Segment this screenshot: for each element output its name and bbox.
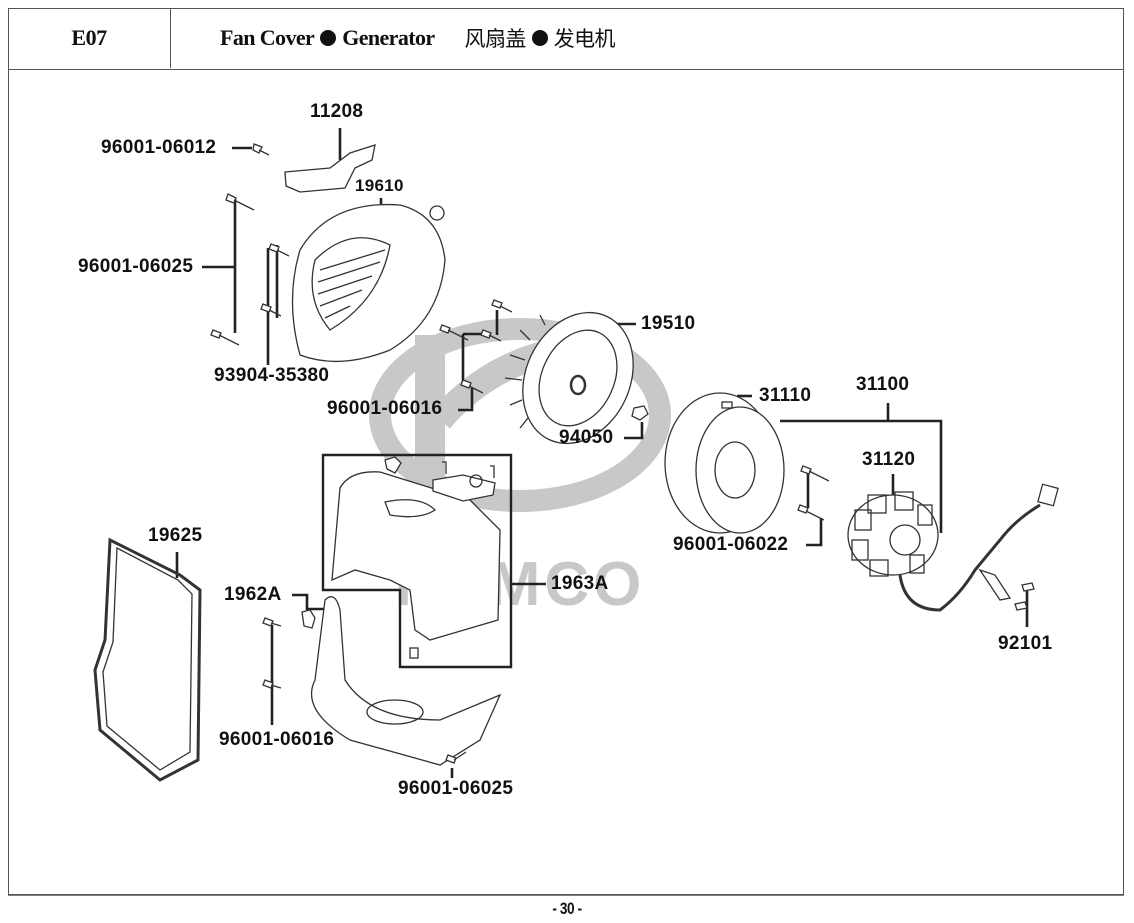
- title-cn-1: 风扇盖: [464, 27, 527, 51]
- screws-92101: [1014, 582, 1035, 611]
- leader-31100: [780, 403, 943, 533]
- grille-slats: [317, 249, 386, 319]
- title-en-1: Fan Cover: [220, 25, 315, 50]
- clip: [384, 456, 402, 474]
- shroud-1963a: [331, 471, 501, 641]
- bullet-dot-icon: [531, 30, 548, 46]
- wire-harness: [898, 503, 1041, 612]
- screw-a: [268, 243, 290, 257]
- part-label-96001-06016-a: 96001-06016: [327, 398, 443, 419]
- header-bar: E07 Fan Cover Generator 风扇盖 发电机: [8, 8, 1124, 70]
- bolt-c: [439, 324, 469, 341]
- leader-96001-06022: [806, 470, 823, 547]
- leader-94050: [624, 422, 644, 440]
- grommet: [429, 205, 445, 221]
- bolt-e: [491, 299, 513, 313]
- fan-hub: [569, 374, 587, 396]
- part-label-96001-06016-b: 96001-06016: [219, 729, 335, 750]
- part-label-96001-06025-b: 96001-06025: [398, 778, 514, 799]
- part-label-31120: 31120: [862, 449, 916, 470]
- terminal: [978, 568, 1012, 601]
- clip-1962a: [301, 609, 316, 629]
- part-label-19510: 19510: [641, 313, 696, 334]
- lower-shroud: [310, 596, 502, 766]
- leader-1962a: [292, 593, 325, 611]
- fan-cover-grille: [311, 237, 391, 331]
- fan-cover-19610: [291, 203, 446, 363]
- bolt-b: [210, 329, 240, 346]
- stator-poles: [851, 491, 933, 577]
- gasket-19625: [93, 537, 202, 782]
- screw-b: [260, 303, 282, 317]
- leader-93904-35380: [266, 245, 279, 365]
- title-cn-2: 发电机: [553, 27, 616, 51]
- part-label-96001-06022: 96001-06022: [673, 534, 789, 555]
- bolt-j: [262, 679, 282, 689]
- bracket-11208: [284, 144, 376, 193]
- part-label-19625: 19625: [148, 525, 203, 546]
- page-title: Fan Cover Generator 风扇盖 发电机: [220, 8, 616, 68]
- fan-blades: [504, 314, 546, 429]
- bolt-i: [262, 617, 282, 627]
- shroud-plate: [432, 474, 496, 502]
- part-label-19610: 19610: [355, 176, 404, 195]
- part-label-96001-06025-a: 96001-06025: [78, 256, 194, 277]
- page-number: - 30 -: [552, 899, 582, 918]
- bolt-a: [225, 193, 255, 211]
- clip-b: [409, 647, 419, 659]
- part-drawings: [93, 143, 1059, 782]
- part-label-94050: 94050: [559, 427, 614, 448]
- connector: [1037, 483, 1059, 507]
- small-screws: [442, 461, 495, 478]
- part-label-92101: 92101: [998, 633, 1053, 654]
- part-label-96001-06012: 96001-06012: [101, 137, 217, 158]
- leader-lines: [175, 128, 1029, 778]
- part-label-1962a: 1962A: [224, 584, 282, 605]
- bolt-f: [460, 379, 484, 394]
- part-label-93904-35380: 93904-35380: [214, 365, 330, 386]
- section-code: E07: [8, 8, 171, 68]
- watermark-ellipse: [369, 318, 671, 512]
- bolt-k: [445, 751, 467, 764]
- part-label-31110: 31110: [759, 385, 812, 406]
- part-label-1963a: 1963A: [551, 573, 609, 594]
- title-en-2: Generator: [342, 25, 435, 50]
- bullet-dot-icon: [320, 30, 337, 46]
- leader-96001-06016-a: [458, 310, 499, 412]
- bolt-h: [797, 504, 825, 521]
- nut-94050: [631, 405, 649, 421]
- bolt-96001-06012: [252, 143, 270, 156]
- bolt-d: [480, 329, 502, 342]
- part-label-11208: 11208: [310, 101, 364, 122]
- part-label-31100: 31100: [856, 374, 910, 395]
- bolt-g: [800, 465, 830, 482]
- leader-96001-06025-a: [202, 198, 237, 333]
- group-box-1963a: [321, 453, 513, 669]
